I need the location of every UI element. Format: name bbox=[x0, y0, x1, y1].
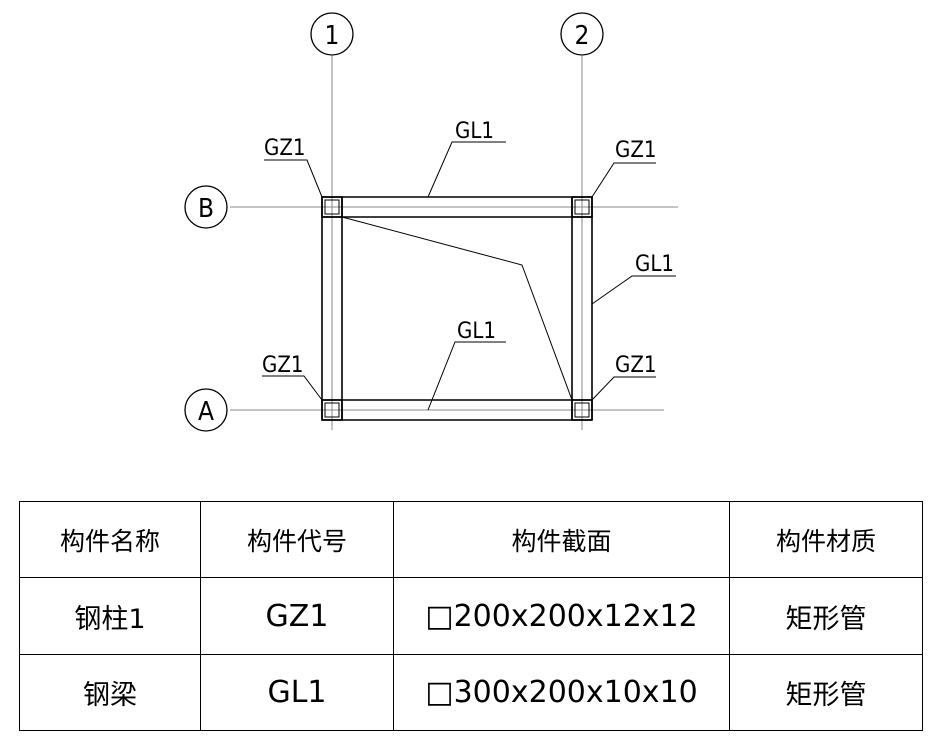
header-member-material: 构件材质 bbox=[729, 501, 923, 578]
table-row: 钢柱1 GZ1 □200x200x12x12 矩形管 bbox=[19, 577, 923, 655]
beam-right bbox=[571, 197, 593, 420]
axis-label-1: 1 bbox=[325, 21, 340, 51]
beam-top bbox=[322, 196, 592, 218]
cell-material: 矩形管 bbox=[729, 577, 923, 655]
member-schedule-table: 构件名称 构件代号 构件截面 构件材质 钢柱1 GZ1 □200x200x12x… bbox=[19, 501, 923, 731]
diagonal-line bbox=[341, 216, 573, 401]
leader-gl1-top bbox=[427, 141, 506, 198]
cell-name: 钢柱1 bbox=[19, 577, 201, 655]
axis-bubble-2: 2 bbox=[560, 12, 604, 56]
label-gz1-top-left: GZ1 bbox=[264, 136, 306, 161]
header-member-code: 构件代号 bbox=[200, 501, 394, 578]
cell-name: 钢梁 bbox=[19, 654, 201, 731]
label-gl1-top: GL1 bbox=[455, 119, 494, 144]
column-top-left bbox=[321, 196, 343, 218]
table-header-row: 构件名称 构件代号 构件截面 构件材质 bbox=[19, 501, 923, 578]
label-gz1-bottom-right: GZ1 bbox=[615, 353, 657, 378]
axis-label-a: A bbox=[198, 397, 214, 427]
header-member-section: 构件截面 bbox=[393, 501, 730, 578]
beam-bottom bbox=[322, 399, 592, 421]
column-bottom-left bbox=[321, 399, 343, 421]
cell-code: GL1 bbox=[200, 654, 394, 731]
cell-code: GZ1 bbox=[200, 577, 394, 655]
axis-bubble-b: B bbox=[184, 185, 228, 229]
table-row: 钢梁 GL1 □300x200x10x10 矩形管 bbox=[19, 654, 923, 731]
leader-gz1-top-left bbox=[264, 159, 323, 198]
structural-plan-drawing: 1 2 B A bbox=[184, 12, 678, 432]
leader-gz1-bottom-left bbox=[262, 375, 323, 401]
label-gz1-bottom-left: GZ1 bbox=[262, 353, 304, 378]
header-member-name: 构件名称 bbox=[19, 501, 201, 578]
label-gz1-top-right: GZ1 bbox=[615, 138, 657, 163]
leader-gl1-right bbox=[591, 275, 676, 305]
axis-label-b: B bbox=[198, 194, 214, 224]
leader-gz1-bottom-right bbox=[591, 376, 656, 401]
leader-gz1-top-right bbox=[591, 162, 656, 198]
axis-bubble-1: 1 bbox=[310, 12, 354, 56]
column-bottom-right bbox=[571, 399, 593, 421]
axis-label-2: 2 bbox=[575, 21, 590, 51]
cell-section: □200x200x12x12 bbox=[393, 577, 730, 655]
leader-gl1-bottom bbox=[427, 341, 506, 411]
column-top-right bbox=[571, 196, 593, 218]
cell-material: 矩形管 bbox=[729, 654, 923, 731]
axis-bubble-a: A bbox=[184, 388, 228, 432]
beam-left bbox=[321, 197, 343, 420]
cell-section: □300x200x10x10 bbox=[393, 654, 730, 731]
label-gl1-right: GL1 bbox=[635, 252, 674, 277]
label-gl1-bottom: GL1 bbox=[457, 319, 496, 344]
